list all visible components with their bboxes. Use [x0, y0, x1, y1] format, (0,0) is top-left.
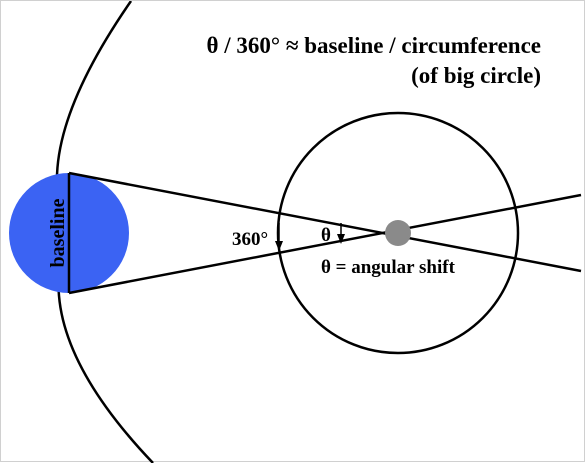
small-circle: [276, 111, 520, 355]
theta-arrowhead: [337, 234, 345, 244]
full-angle-arrowhead: [275, 241, 283, 251]
angular-shift-label: θ = angular shift: [321, 257, 456, 278]
observed-star: [385, 220, 411, 246]
sight-line-upper: [68, 171, 582, 273]
full-angle-label: 360°: [232, 229, 268, 250]
sight-line-lower: [68, 193, 582, 295]
theta-label: θ: [321, 225, 331, 246]
formula-line-1: θ / 360° ≈ baseline / circumference: [207, 33, 541, 58]
formula-line-2: (of big circle): [411, 63, 541, 88]
baseline-label: baseline: [47, 198, 69, 267]
